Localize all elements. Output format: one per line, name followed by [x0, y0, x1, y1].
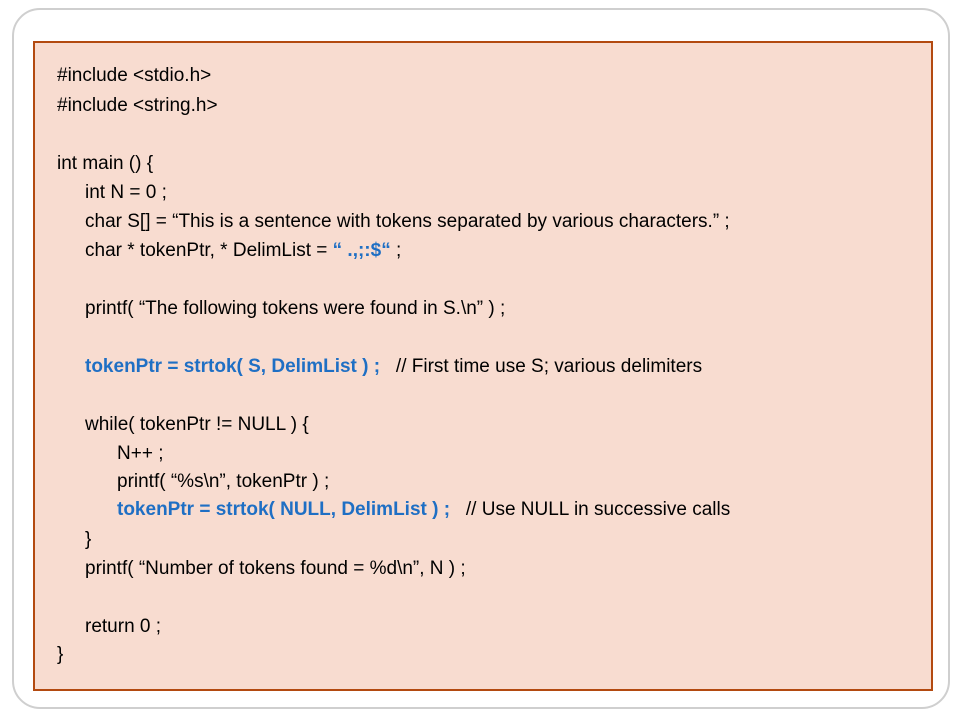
code-line-printf-header: printf( “The following tokens were found…	[85, 298, 506, 319]
code-line-while-close: }	[85, 529, 92, 550]
code-line-main: int main () {	[57, 153, 154, 174]
code-line-printf-count: printf( “Number of tokens found = %d\n”,…	[85, 558, 466, 579]
delimiter-string: “ .,;:$“	[332, 240, 391, 261]
code-line-declare-n: int N = 0 ;	[85, 182, 167, 203]
code-text: ;	[390, 240, 402, 261]
code-line-declare-delims: char * tokenPtr, * DelimList = “ .,;:$“ …	[85, 239, 401, 263]
code-line-include-stdio: #include <stdio.h>	[57, 65, 212, 86]
code-line-first-strtok: tokenPtr = strtok( S, DelimList ) ; // F…	[85, 355, 702, 379]
code-line-increment: N++ ;	[117, 443, 164, 464]
code-line-next-strtok: tokenPtr = strtok( NULL, DelimList ) ; /…	[117, 498, 730, 522]
code-line-include-string: #include <string.h>	[57, 95, 218, 116]
code-line-printf-token: printf( “%s\n”, tokenPtr ) ;	[117, 471, 330, 492]
first-strtok-call: tokenPtr = strtok( S, DelimList ) ;	[85, 356, 381, 377]
code-comment: // First time use S; various delimiters	[380, 356, 703, 377]
next-strtok-call: tokenPtr = strtok( NULL, DelimList ) ;	[117, 499, 451, 520]
code-text: char * tokenPtr, * DelimList =	[85, 240, 333, 261]
code-line-main-close: }	[57, 644, 64, 665]
code-listing	[33, 41, 933, 691]
code-line-while: while( tokenPtr != NULL ) {	[85, 414, 309, 435]
code-comment: // Use NULL in successive calls	[450, 499, 731, 520]
code-line-return: return 0 ;	[85, 616, 162, 637]
code-line-declare-s: char S[] = “This is a sentence with toke…	[85, 211, 730, 232]
